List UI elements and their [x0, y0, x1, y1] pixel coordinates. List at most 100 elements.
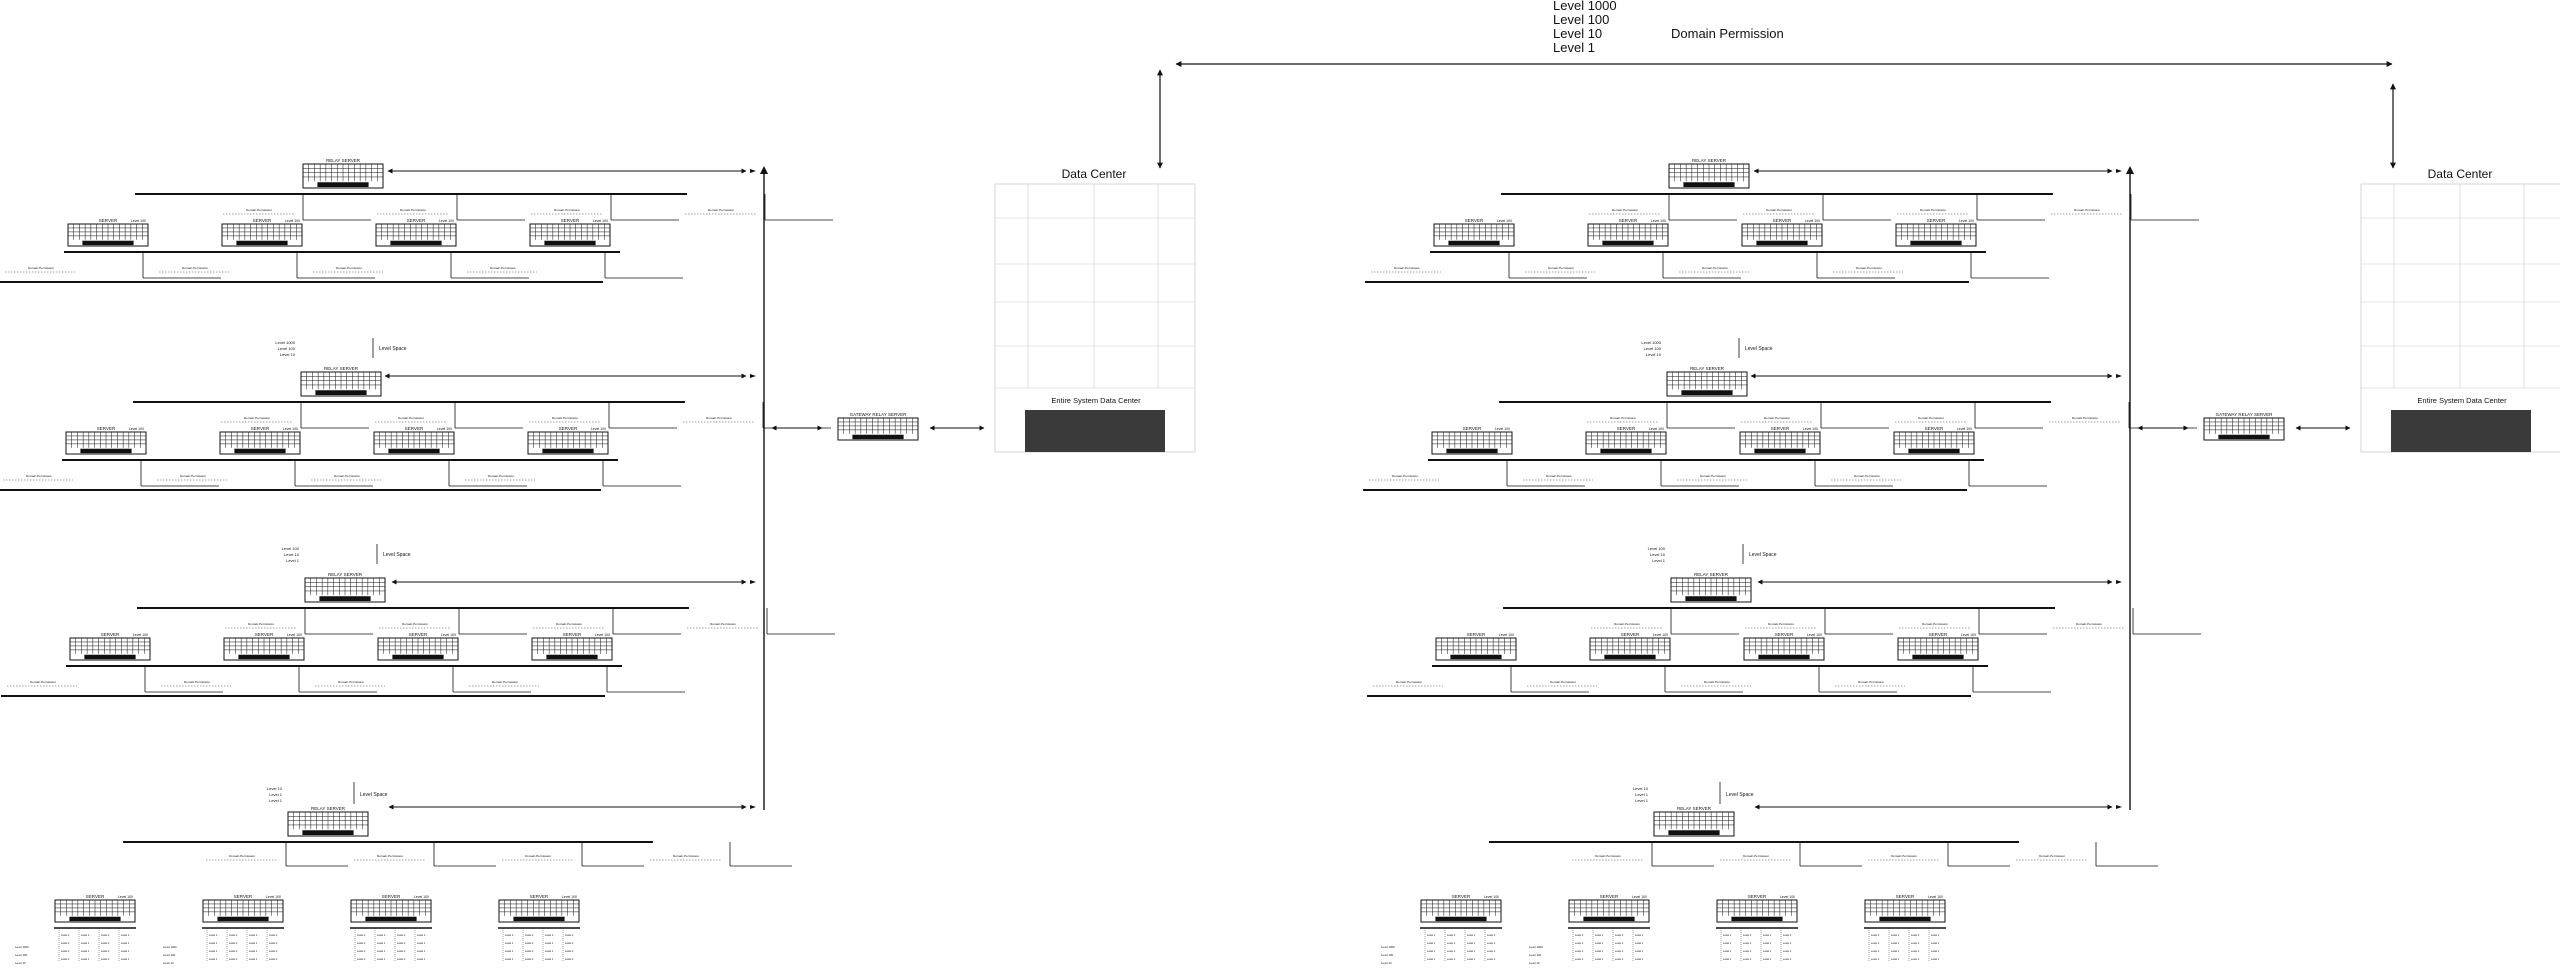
- client-cell-text: Level 1: [1575, 933, 1584, 937]
- server-tag: Level 100: [129, 427, 144, 431]
- relay-server: RELAY SERVER: [302, 158, 384, 189]
- client-cell-text: Level 1: [377, 957, 386, 961]
- client-cell-text: Level 1: [121, 957, 130, 961]
- level-tag: Level 1: [286, 558, 300, 563]
- double-arrow-head: [2116, 805, 2122, 809]
- server-label: SERVER: [1775, 632, 1794, 637]
- domain-permission-small-label: Domain Permission: [1766, 208, 1792, 212]
- client-cell-text: Level 1: [545, 949, 554, 953]
- client-cell-text: Level 1: [1931, 941, 1940, 945]
- client-cell-text: Level 1: [417, 957, 426, 961]
- server-base: [365, 916, 417, 922]
- client-cell-text: Level 1: [357, 949, 366, 953]
- domain-permission-small-label: Domain Permission: [2076, 622, 2102, 626]
- server-base: [1583, 916, 1635, 922]
- client-cell-text: Level 1: [417, 949, 426, 953]
- server-base: [315, 390, 367, 396]
- server-tag: Level 100: [1957, 427, 1972, 431]
- double-arrow-head: [750, 374, 756, 378]
- client-cell-text: Level 1: [1427, 949, 1436, 953]
- client-cell-text: Level 1: [1891, 941, 1900, 945]
- domain-permission-small-label: Domain Permission: [1610, 416, 1636, 420]
- client-cell-text: Level 1: [397, 933, 406, 937]
- entire-system-label: Entire System Data Center: [1051, 396, 1141, 405]
- domain-permission-small-label: Domain Permission: [28, 266, 54, 270]
- server-tag: Level 100: [1632, 895, 1647, 899]
- legend-level-10: Level 10: [1553, 26, 1602, 41]
- domain-permission-small-label: Domain Permission: [1918, 416, 1944, 420]
- client-row-label: Level 100: [163, 953, 176, 957]
- client-cell-text: Level 1: [505, 933, 514, 937]
- server-label: SERVER: [530, 894, 549, 899]
- server: SERVER Level 100: [1893, 426, 1975, 455]
- server-tag: Level 100: [441, 633, 456, 637]
- server-tag: Level 100: [283, 427, 298, 431]
- client-cell-text: Level 1: [1783, 957, 1792, 961]
- client-cell-text: Level 1: [1427, 957, 1436, 961]
- client-cell-text: Level 1: [1723, 949, 1732, 953]
- domain-permission-small-label: Domain Permission: [1764, 416, 1790, 420]
- server-label: SERVER: [561, 218, 580, 223]
- domain-permission-small-label: Domain Permission: [1856, 266, 1882, 270]
- double-arrow-head: [2116, 580, 2122, 584]
- server-base: [544, 240, 596, 246]
- server-label: SERVER: [101, 632, 120, 637]
- level-space-label: Level Space: [1745, 346, 1773, 352]
- client-cell-text: Level 1: [61, 933, 70, 937]
- domain-permission-small-label: Domain Permission: [1922, 622, 1948, 626]
- client-cell-text: Level 1: [249, 941, 258, 945]
- server-tag: Level 100: [1651, 219, 1666, 223]
- domain-permission-small-label: Domain Permission: [334, 474, 360, 478]
- level-space-label: Level Space: [1749, 552, 1777, 558]
- server-label: SERVER: [1452, 894, 1471, 899]
- double-arrow-head: [2116, 374, 2122, 378]
- server-label: SERVER: [1925, 426, 1944, 431]
- server-base: [234, 448, 286, 454]
- server-base: [1758, 654, 1810, 660]
- domain-permission-small-label: Domain Permission: [554, 208, 580, 212]
- client-cell-text: Level 1: [61, 941, 70, 945]
- client-cell-text: Level 1: [565, 949, 574, 953]
- server-label: SERVER: [1600, 894, 1619, 899]
- client-cell-text: Level 1: [229, 941, 238, 945]
- server-label: SERVER: [1748, 894, 1767, 899]
- server-label: RELAY SERVER: [328, 572, 363, 577]
- server-base: [513, 916, 565, 922]
- client-cell-text: Level 1: [209, 949, 218, 953]
- domain-permission-small-label: Domain Permission: [336, 266, 362, 270]
- server-label: RELAY SERVER: [324, 366, 359, 371]
- server-tag: Level 100: [439, 219, 454, 223]
- server-base: [238, 654, 290, 660]
- relay-server: RELAY SERVER: [304, 572, 386, 603]
- domain-permission-small-label: Domain Permission: [244, 416, 270, 420]
- client-cell-text: Level 1: [545, 957, 554, 961]
- server-base: [1450, 654, 1502, 660]
- domain-permission-small-label: Domain Permission: [1396, 680, 1422, 684]
- server-label: SERVER: [1467, 632, 1486, 637]
- level-tag: Level 100: [1648, 546, 1666, 551]
- client-cell-text: Level 1: [269, 933, 278, 937]
- server: SERVER Level 100: [375, 218, 457, 247]
- domain-permission-small-label: Domain Permission: [2074, 208, 2100, 212]
- client-cell-text: Level 1: [357, 941, 366, 945]
- relay-server: RELAY SERVER: [1670, 572, 1752, 603]
- client-row-label: Level 100: [1381, 953, 1394, 957]
- server-label: SERVER: [407, 218, 426, 223]
- relay-server: RELAY SERVER: [1653, 806, 1735, 837]
- client-cell-text: Level 1: [81, 941, 90, 945]
- level-legend: Level 1000 Level 100 Level 10 Level 1 Do…: [1553, 0, 1784, 55]
- domain-permission-small-label: Domain Permission: [182, 266, 208, 270]
- client-cell-text: Level 1: [101, 933, 110, 937]
- client-cell-text: Level 1: [565, 957, 574, 961]
- client-cell-text: Level 1: [1891, 957, 1900, 961]
